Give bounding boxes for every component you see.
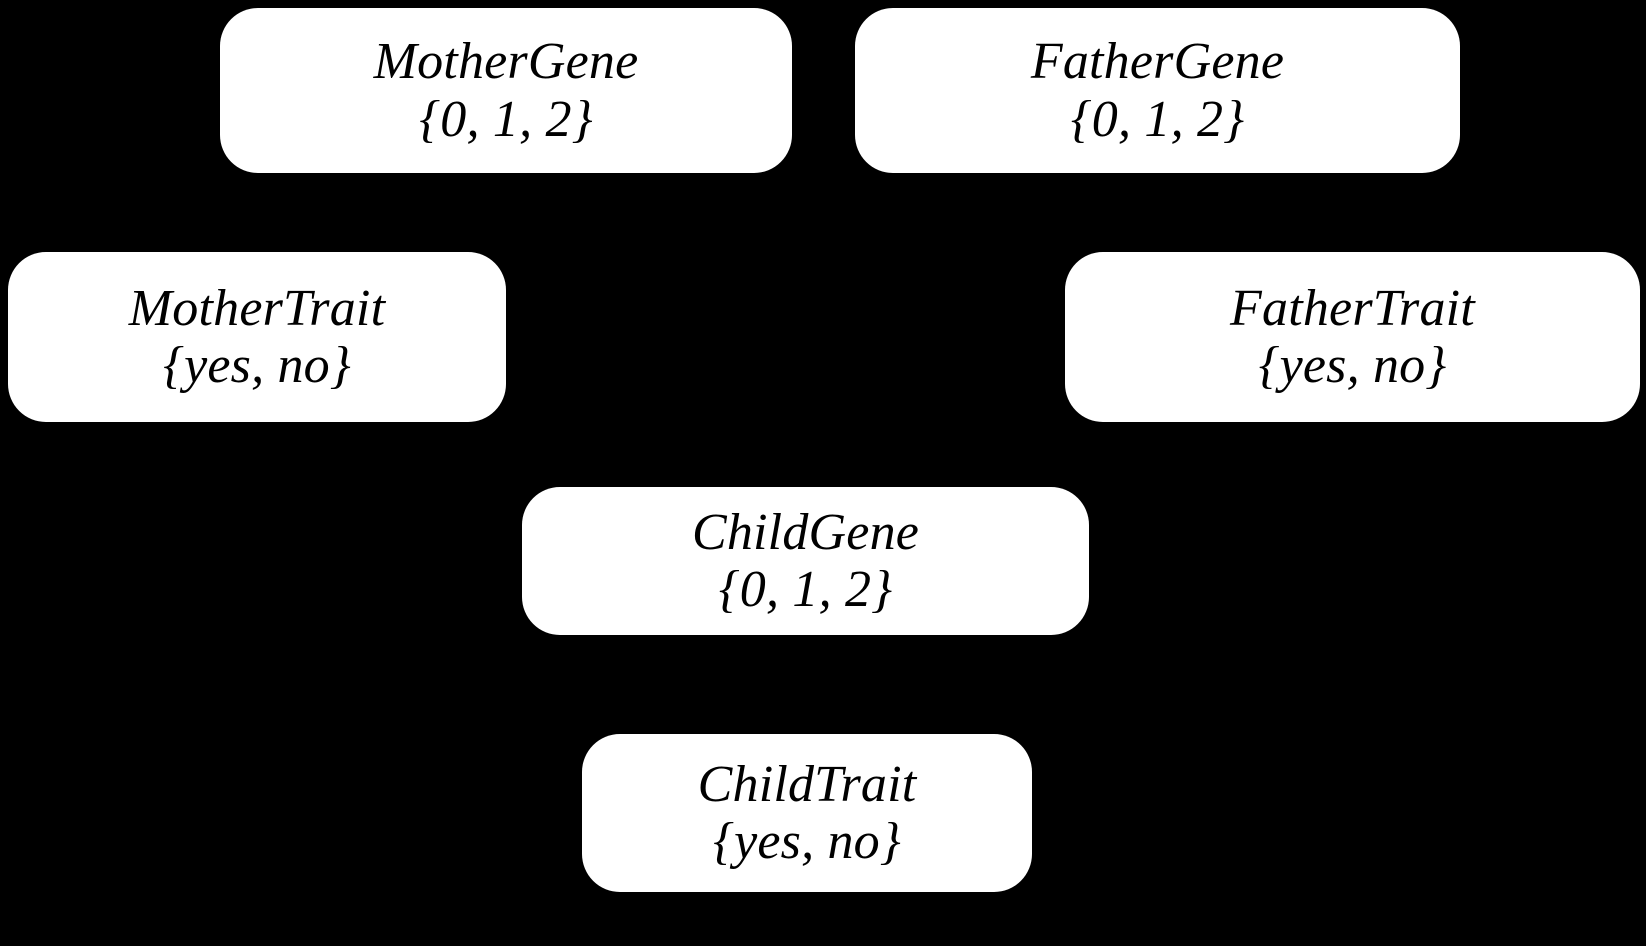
node-mother-trait-label: MotherTrait — [128, 279, 386, 337]
node-father-gene[interactable]: FatherGene {0, 1, 2} — [855, 8, 1460, 173]
node-father-gene-label: FatherGene — [1030, 33, 1285, 91]
node-mother-trait[interactable]: MotherTrait {yes, no} — [8, 252, 506, 422]
node-father-trait[interactable]: FatherTrait {yes, no} — [1065, 252, 1640, 422]
node-mother-gene-label: MotherGene — [373, 33, 639, 91]
node-child-trait-domain: {yes, no} — [713, 813, 901, 870]
node-mother-gene-domain: {0, 1, 2} — [419, 90, 593, 148]
node-father-trait-domain: {yes, no} — [1258, 337, 1447, 394]
node-father-gene-domain: {0, 1, 2} — [1070, 90, 1245, 148]
node-mother-gene[interactable]: MotherGene {0, 1, 2} — [220, 8, 792, 173]
node-mother-trait-domain: {yes, no} — [163, 337, 351, 394]
node-child-trait[interactable]: ChildTrait {yes, no} — [582, 734, 1032, 892]
node-child-gene-domain: {0, 1, 2} — [718, 561, 893, 618]
node-child-gene-label: ChildGene — [691, 503, 920, 561]
node-child-gene[interactable]: ChildGene {0, 1, 2} — [522, 487, 1089, 635]
node-child-trait-label: ChildTrait — [697, 755, 917, 813]
node-father-trait-label: FatherTrait — [1230, 279, 1475, 337]
